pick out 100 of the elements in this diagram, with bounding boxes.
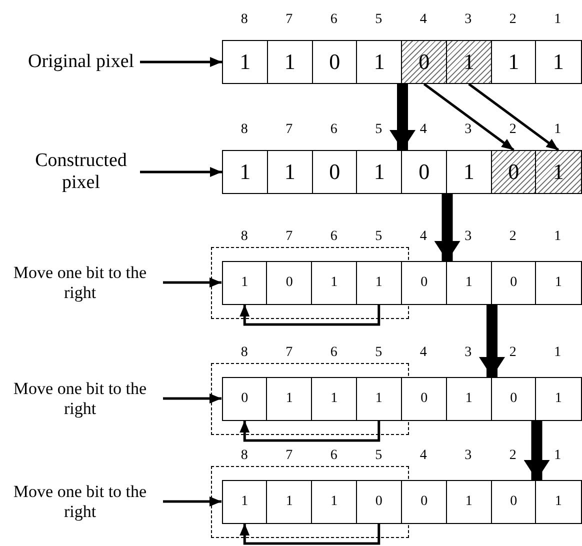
bit-cell: 1 — [266, 40, 313, 84]
arrow — [240, 524, 380, 545]
bit-cell: 0 — [490, 377, 537, 421]
bit-position-number: 3 — [464, 448, 473, 464]
arrow — [240, 420, 380, 442]
bit-position-number: 7 — [284, 448, 294, 464]
bit-cell: 0 — [266, 260, 312, 304]
bit-cell: 1 — [266, 150, 313, 194]
bit-position-number: 3 — [464, 229, 473, 245]
bit-position-number: 5 — [374, 12, 384, 28]
arrow — [140, 57, 222, 67]
bit-position-number: 8 — [240, 345, 249, 361]
bit-cell: 1 — [535, 150, 582, 194]
bit-position-number: 2 — [508, 229, 518, 245]
bit-position-number: 1 — [553, 345, 562, 361]
arrow — [468, 83, 560, 151]
bit-cell: 0 — [356, 480, 402, 524]
bit-cell: 1 — [356, 260, 402, 304]
bit-position-number: 7 — [284, 12, 294, 28]
bit-cell: 1 — [535, 261, 582, 305]
bit-cell: 1 — [356, 150, 402, 194]
block-arrow — [524, 421, 550, 480]
bit-position-number: 6 — [329, 345, 338, 361]
block-arrow — [390, 84, 416, 150]
block-arrow — [434, 194, 460, 261]
bit-position-number: 1 — [553, 12, 562, 28]
bit-position-number: 1 — [553, 122, 562, 138]
arrow — [163, 278, 222, 288]
bit-position-number: 3 — [464, 12, 473, 28]
bit-position-number: 4 — [418, 448, 428, 464]
row-label: Original pixel — [25, 34, 137, 90]
bit-cell: 1 — [356, 376, 402, 420]
bit-cell: 1 — [446, 40, 492, 84]
bit-position-number: 6 — [329, 448, 338, 464]
bit-position-number: 2 — [508, 345, 518, 361]
bit-cell: 1 — [222, 150, 268, 194]
bit-position-number: 2 — [508, 12, 518, 28]
row-label: Move one bit to the right — [0, 371, 160, 427]
row-label: Move one bit to the right — [0, 255, 160, 311]
bit-position-number: 7 — [284, 229, 294, 245]
bit-position-number: 2 — [508, 448, 518, 464]
bit-cell: 1 — [446, 261, 492, 305]
bit-position-number: 6 — [329, 122, 338, 138]
bit-position-number: 1 — [553, 229, 562, 245]
row-label: Constructed pixel — [25, 144, 137, 200]
bit-cell: 1 — [535, 40, 582, 84]
arrow — [140, 167, 222, 177]
bit-cell: 0 — [490, 480, 537, 524]
bit-position-number: 4 — [418, 229, 428, 245]
bit-cell: 1 — [446, 150, 492, 194]
bit-cell: 0 — [401, 261, 448, 305]
dashed-group-box — [211, 466, 409, 538]
bit-position-number: 8 — [240, 122, 249, 138]
bit-cell: 0 — [312, 150, 358, 194]
bit-position-number: 2 — [508, 122, 518, 138]
bit-position-number: 8 — [240, 12, 249, 28]
row-label: Move one bit to the right — [0, 474, 160, 530]
bit-position-number: 4 — [418, 122, 428, 138]
bit-position-number: 1 — [553, 448, 562, 464]
bit-cell: 0 — [222, 376, 268, 420]
block-arrow — [479, 305, 505, 377]
bit-cell: 1 — [311, 260, 358, 304]
bit-position-number: 4 — [418, 345, 428, 361]
bit-cell: 0 — [401, 377, 448, 421]
bit-cell: 1 — [266, 376, 312, 420]
bit-cell: 0 — [401, 40, 448, 84]
dashed-group-box — [211, 247, 409, 319]
bit-cell: 1 — [490, 40, 537, 84]
bit-cell: 1 — [446, 377, 492, 421]
bit-position-number: 6 — [329, 12, 338, 28]
arrow — [163, 394, 222, 404]
bit-cell: 1 — [311, 376, 358, 420]
bit-cell: 1 — [266, 480, 312, 524]
bit-position-number: 4 — [418, 12, 428, 28]
arrow — [423, 83, 514, 151]
bit-position-number: 3 — [464, 345, 473, 361]
bit-cell: 1 — [356, 40, 402, 84]
bit-position-number: 5 — [374, 122, 384, 138]
bit-position-number: 5 — [374, 229, 384, 245]
bit-cell: 0 — [490, 150, 537, 194]
bit-position-number: 7 — [284, 345, 294, 361]
bit-cell: 1 — [535, 480, 582, 524]
bit-position-number: 5 — [374, 448, 384, 464]
dashed-group-box — [211, 363, 409, 435]
bit-position-number: 5 — [374, 345, 384, 361]
bit-position-number: 8 — [240, 448, 249, 464]
bit-cell: 0 — [312, 40, 358, 84]
bit-cell: 0 — [490, 261, 537, 305]
bit-cell: 1 — [222, 40, 268, 84]
bit-cell: 1 — [222, 480, 268, 524]
bit-cell: 1 — [446, 480, 492, 524]
arrow — [163, 496, 222, 506]
bit-cell: 1 — [311, 480, 358, 524]
bit-cell: 0 — [401, 480, 448, 524]
bit-position-number: 8 — [240, 229, 249, 245]
bit-position-number: 6 — [329, 229, 338, 245]
bit-cell: 1 — [222, 260, 268, 304]
bit-cell: 1 — [535, 377, 582, 421]
arrow — [240, 304, 380, 326]
bit-cell: 0 — [401, 150, 448, 194]
